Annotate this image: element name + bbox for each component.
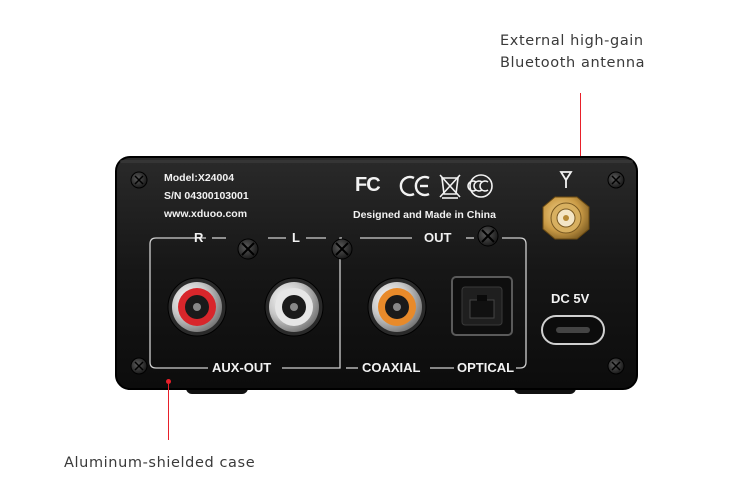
optical-label: OPTICAL [457,360,515,375]
optical-port[interactable] [451,276,513,336]
website-label: www.xduoo.com [164,208,248,220]
channel-r-label: R [194,230,204,245]
antenna-callout: External high-gain Bluetooth antenna [500,30,645,74]
case-leader-line [168,384,169,440]
fc-logo: FC [355,174,381,196]
antenna-callout-line1: External high-gain [500,33,644,49]
rca-jack-left-white[interactable] [264,277,324,337]
weee-bin-icon [439,174,461,199]
dc-5v-label: DC 5V [551,291,590,306]
aux-out-label: AUX-OUT [212,360,272,375]
case-callout: Aluminum-shielded case [64,455,256,471]
panel-section-outlines [149,237,527,369]
case-callout-dot [166,379,171,384]
rca-jack-right-red[interactable] [167,277,227,337]
channel-l-label: L [292,230,300,245]
serial-label: S/N 04300103001 [164,190,249,202]
antenna-leader-line [580,93,581,185]
antenna-icon [559,171,573,188]
antenna-callout-line2: Bluetooth antenna [500,55,646,71]
corner-screws [130,171,625,375]
panel-screws [237,225,499,260]
model-label: Model:X24004 [164,172,235,184]
antenna-connector[interactable] [542,196,590,240]
ccc-logo [467,174,493,198]
ce-logo [399,175,430,197]
out-label: OUT [424,230,452,245]
made-in-label: Designed and Made in China [353,209,496,221]
usb-c-port[interactable] [541,315,605,345]
rca-jack-coaxial-orange[interactable] [367,277,427,337]
coaxial-label: COAXIAL [362,360,421,375]
